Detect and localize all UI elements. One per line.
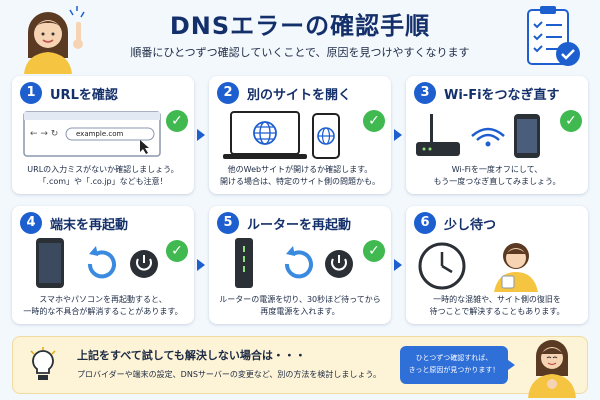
- tip-title: 上記をすべて試しても解決しない場合は・・・: [77, 349, 306, 362]
- step-title: Wi-Fiをつなぎ直す: [444, 88, 560, 103]
- step-number: 6: [414, 212, 436, 234]
- step-card-2: 2 別のサイトを開く ✓ 他のWebサイトが開けるか確認します。 開ける場合は、…: [209, 76, 391, 194]
- laptop-smartphone-icon: [223, 111, 340, 159]
- step-card-1: 1 URLを確認 ← → ↻ example.com ✓ URLの入力ミスがない…: [12, 76, 194, 194]
- step-title: 少し待つ: [444, 218, 497, 233]
- check-icon: ✓: [166, 240, 188, 262]
- step-card-5: 5 ルーターを再起動 ✓ ルーターの電源を切り、30秒ほど待ってから 再度電源を…: [209, 206, 391, 324]
- step-description: 一時的な混雑や、サイト側の復旧を 待つことで解決することもあります。: [429, 295, 565, 316]
- url-field-text: example.com: [76, 130, 124, 138]
- restart-device-icon: [36, 238, 158, 288]
- step-title: 端末を再起動: [50, 218, 129, 233]
- header: DNSエラーの確認手順 順番にひとつずつ確認していくことで、原因を見つけやすくな…: [0, 0, 600, 74]
- step-description: スマホやパソコンを再起動すると、 一時的な不具合が解消することがあります。: [23, 295, 183, 316]
- check-icon: ✓: [560, 110, 582, 132]
- arrow-right-icon: [394, 259, 402, 271]
- restart-router-icon: [235, 238, 353, 288]
- step-card-4: 4 端末を再起動 ✓ スマホやパソコンを再起動すると、 一時的な不具合が解消する…: [12, 206, 194, 324]
- step-number: 2: [217, 82, 239, 104]
- page-subtitle: 順番にひとつずつ確認していくことで、原因を見つけやすくなります: [130, 46, 470, 59]
- speech-bubble: ひとつずつ確認すれば、 きっと原因が見つかります！: [400, 346, 515, 384]
- step-title: ルーターを再起動: [247, 218, 352, 233]
- check-icon: ✓: [363, 110, 385, 132]
- woman-smiling-icon: [528, 340, 576, 398]
- step-number: 3: [414, 82, 436, 104]
- step-description: Wi-Fiを一度オフにして、 もう一度つなぎ直してみましょう。: [433, 165, 561, 186]
- step-card-6: 6 少し待つ 一時的な混雑や、サイト側の復旧を 待つことで解決することもあります…: [406, 206, 588, 324]
- step-title: URLを確認: [50, 88, 118, 103]
- arrow-right-icon: [197, 129, 205, 141]
- step-number: 5: [217, 212, 239, 234]
- step-description: URLの入力ミスがないか確認しましょう。 「.com」や「.co.jp」なども注…: [27, 165, 179, 186]
- step-description: 他のWebサイトが開けるか確認します。 開ける場合は、特定のサイト側の問題かも。: [220, 165, 380, 186]
- tip-text: プロバイダーや端末の設定、DNSサーバーの変更など、別の方法を検討しましょう。: [77, 370, 381, 379]
- lightbulb-icon: [30, 347, 56, 380]
- step-number: 4: [20, 212, 42, 234]
- page-title: DNSエラーの確認手順: [169, 12, 431, 40]
- clock-waiting-icon: [418, 242, 538, 292]
- step-card-3: 3 Wi-Fiをつなぎ直す ✓ Wi-Fiを一度オフにして、 もう一度つなぎ直し…: [406, 76, 588, 194]
- arrow-right-icon: [197, 259, 205, 271]
- check-icon: ✓: [363, 240, 385, 262]
- arrow-right-icon: [394, 129, 402, 141]
- step-description: ルーターの電源を切り、30秒ほど待ってから 再度電源を入れます。: [219, 295, 381, 316]
- checklist-icon: [527, 6, 580, 66]
- svg-text:← → ↻: ← → ↻: [30, 129, 58, 139]
- woman-pointing-icon: [24, 6, 85, 74]
- browser-window-icon: ← → ↻: [23, 111, 161, 157]
- check-icon: ✓: [166, 110, 188, 132]
- step-number: 1: [20, 82, 42, 104]
- router-wifi-phone-icon: [416, 114, 540, 158]
- step-title: 別のサイトを開く: [247, 88, 352, 103]
